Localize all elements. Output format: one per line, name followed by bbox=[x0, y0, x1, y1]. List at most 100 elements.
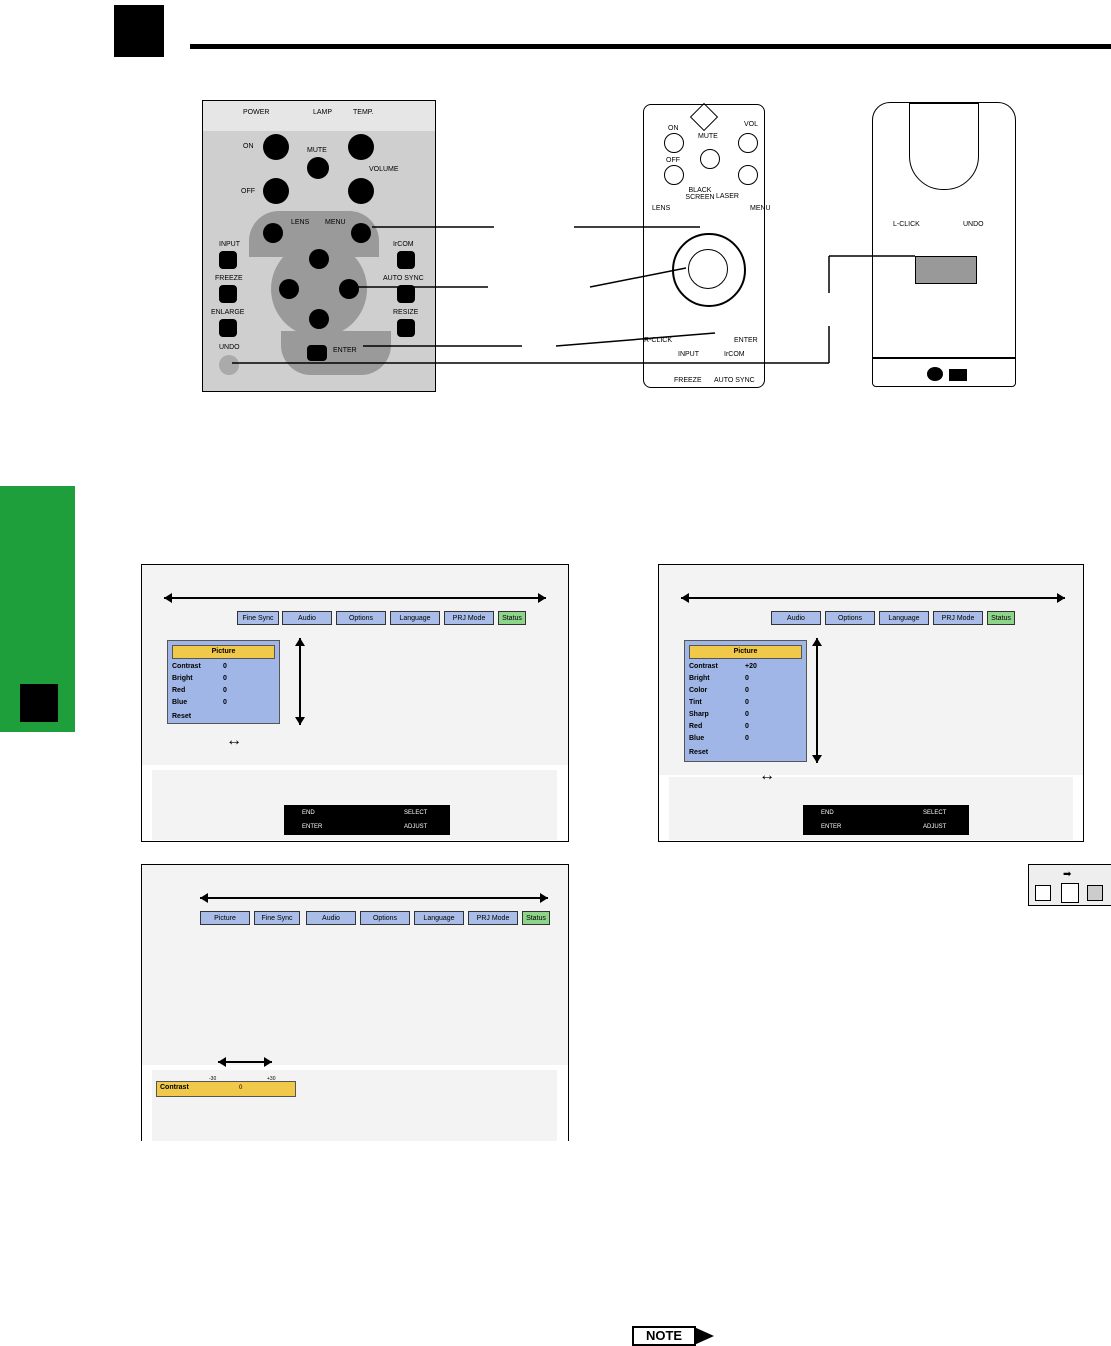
enter-label: ENTER bbox=[333, 347, 357, 354]
remote-center-pad bbox=[688, 249, 728, 289]
input-button[interactable] bbox=[219, 251, 237, 269]
l-click-button[interactable] bbox=[915, 256, 977, 284]
remote-off-button[interactable] bbox=[664, 165, 684, 185]
enter-button[interactable] bbox=[307, 345, 327, 361]
tab-audio[interactable]: Audio bbox=[282, 611, 332, 625]
note-label: NOTE bbox=[632, 1326, 696, 1346]
tab-language[interactable]: Language bbox=[879, 611, 929, 625]
up-arrow-button[interactable] bbox=[309, 249, 329, 269]
tab-picture[interactable]: Picture bbox=[200, 911, 250, 925]
back-undo-label: UNDO bbox=[963, 221, 984, 228]
remote-enter-label: ENTER bbox=[734, 337, 758, 344]
on-label: ON bbox=[243, 143, 254, 150]
remote-on-button[interactable] bbox=[664, 133, 684, 153]
freeze-button[interactable] bbox=[219, 285, 237, 303]
screen-panel-a: Fine Sync Audio Options Language PRJ Mod… bbox=[141, 564, 569, 842]
contrast-bar-label: Contrast bbox=[160, 1084, 189, 1091]
osd-title: Picture bbox=[689, 645, 802, 659]
osd-row-label: Blue bbox=[172, 699, 188, 706]
indicator-temp: TEMP. bbox=[353, 109, 374, 116]
pointing-hand-icon bbox=[20, 684, 58, 722]
resize-button[interactable] bbox=[397, 319, 415, 337]
remote-laser-label: LASER bbox=[716, 193, 739, 200]
undo-button[interactable] bbox=[219, 355, 239, 375]
osd-row-value: 0 bbox=[745, 711, 749, 718]
left-arrow-button[interactable] bbox=[279, 279, 299, 299]
tab-fine-sync[interactable]: Fine Sync bbox=[254, 911, 300, 925]
menu-label: MENU bbox=[325, 219, 346, 226]
remote-black-screen-label: BLACK SCREEN bbox=[685, 187, 715, 201]
osd-row-value: 0 bbox=[745, 675, 749, 682]
tab-audio[interactable]: Audio bbox=[306, 911, 356, 925]
guide-enter: ENTER bbox=[302, 824, 323, 830]
auto-sync-button[interactable] bbox=[397, 285, 415, 303]
osd-row-value: 0 bbox=[745, 723, 749, 730]
header-rule bbox=[190, 44, 1111, 49]
remote-volume-up-button[interactable] bbox=[738, 133, 758, 153]
ircom-button[interactable] bbox=[397, 251, 415, 269]
off-button[interactable] bbox=[263, 178, 289, 204]
menu-button[interactable] bbox=[351, 223, 371, 243]
picture-osd-a: Picture Contrast 0 Bright 0 Red 0 Blue 0… bbox=[167, 640, 280, 724]
tab-audio[interactable]: Audio bbox=[771, 611, 821, 625]
tab-prj-mode[interactable]: PRJ Mode bbox=[468, 911, 518, 925]
guide-end: END bbox=[302, 810, 315, 816]
remote-ircom-label: IrCOM bbox=[724, 351, 745, 358]
osd-row-label: Color bbox=[689, 687, 708, 694]
tab-fine-sync[interactable]: Fine Sync bbox=[237, 611, 279, 625]
tab-status[interactable]: Status bbox=[522, 911, 550, 925]
enlarge-label: ENLARGE bbox=[211, 309, 245, 316]
mute-label: MUTE bbox=[307, 147, 327, 154]
enlarge-button[interactable] bbox=[219, 319, 237, 337]
osd-row-value: 0 bbox=[223, 687, 227, 694]
projector-panel: POWER LAMP TEMP. ON MUTE VOLUME OFF LENS… bbox=[202, 100, 436, 392]
volume-down-button[interactable] bbox=[348, 178, 374, 204]
contrast-bar-value: 0 bbox=[239, 1085, 243, 1091]
osd-reset[interactable]: Reset bbox=[172, 713, 192, 720]
remote-mute-button[interactable] bbox=[700, 149, 720, 169]
osd-row-label: Bright bbox=[172, 675, 193, 682]
right-arrow-button[interactable] bbox=[339, 279, 359, 299]
volume-up-button[interactable] bbox=[348, 134, 374, 160]
remote-off-label: OFF bbox=[666, 157, 680, 164]
lens-button[interactable] bbox=[263, 223, 283, 243]
tab-prj-mode[interactable]: PRJ Mode bbox=[933, 611, 983, 625]
osd-row-label: Contrast bbox=[172, 663, 201, 670]
guide-end: END bbox=[821, 810, 834, 816]
remote-back: L-CLICK UNDO bbox=[872, 102, 1016, 387]
ircom-label: IrCOM bbox=[393, 241, 414, 248]
indicator-lamp: LAMP bbox=[313, 109, 333, 116]
remote-mute-label: MUTE bbox=[698, 133, 718, 140]
tab-options[interactable]: Options bbox=[360, 911, 410, 925]
tab-options[interactable]: Options bbox=[336, 611, 386, 625]
resize-label: RESIZE bbox=[393, 309, 419, 316]
tab-language[interactable]: Language bbox=[390, 611, 440, 625]
volume-label: VOLUME bbox=[369, 166, 399, 173]
osd-row-value: 0 bbox=[745, 735, 749, 742]
undo-label: UNDO bbox=[219, 344, 240, 351]
down-arrow-button[interactable] bbox=[309, 309, 329, 329]
picture-osd-b: Picture Contrast +20 Bright 0 Color 0 Ti… bbox=[684, 640, 807, 762]
tab-status[interactable]: Status bbox=[498, 611, 526, 625]
remote-volume-down-button[interactable] bbox=[738, 165, 758, 185]
osd-row-label: Red bbox=[172, 687, 186, 694]
contrast-slider-bar[interactable]: Contrast -30 +30 0 bbox=[156, 1076, 296, 1097]
pointing-hand-icon bbox=[114, 5, 164, 57]
osd-reset[interactable]: Reset bbox=[689, 749, 709, 756]
mute-button[interactable] bbox=[307, 157, 329, 179]
remote-menu-label: MENU bbox=[750, 205, 771, 212]
auto-sync-label: AUTO SYNC bbox=[383, 275, 424, 282]
osd-row-value: 0 bbox=[745, 687, 749, 694]
input-label: INPUT bbox=[219, 241, 240, 248]
horizontal-double-arrow-icon: ↔ bbox=[759, 767, 775, 784]
tab-prj-mode[interactable]: PRJ Mode bbox=[444, 611, 494, 625]
tab-language[interactable]: Language bbox=[414, 911, 464, 925]
indicator-power: POWER bbox=[243, 109, 270, 116]
screen-panel-c: Picture Fine Sync Audio Options Language… bbox=[141, 864, 569, 1141]
tab-options[interactable]: Options bbox=[825, 611, 875, 625]
guide-enter: ENTER bbox=[821, 824, 842, 830]
tab-status[interactable]: Status bbox=[987, 611, 1015, 625]
on-button[interactable] bbox=[263, 134, 289, 160]
mode-switch-box: ➡ bbox=[1028, 864, 1111, 906]
